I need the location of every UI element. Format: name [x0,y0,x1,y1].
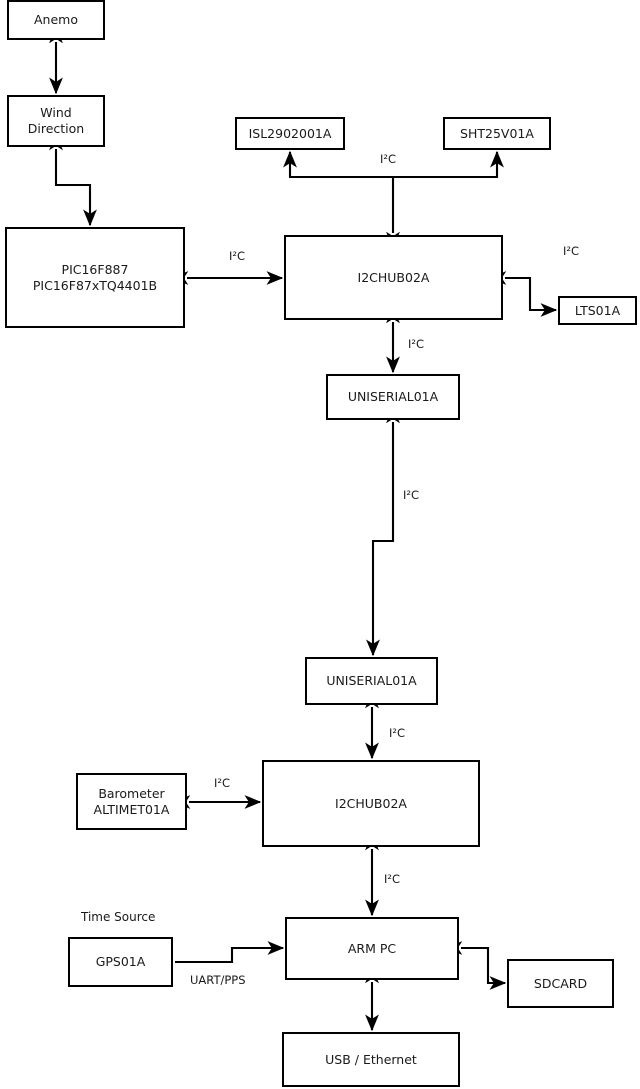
edge-label-lbl_uni_hub2: I²C [389,726,406,740]
node-lts[interactable]: LTS01A [558,296,637,325]
node-hub_top[interactable]: I2CHUB02A [284,235,503,320]
node-barometer[interactable]: Barometer ALTIMET01A [76,773,187,830]
connector-p_uniup_unilo [366,406,400,657]
node-pic[interactable]: PIC16F887 PIC16F87xTQ4401B [5,227,185,328]
node-sdcard[interactable]: SDCARD [507,959,614,1008]
edge-label-lbl_pic_hub: I²C [229,249,246,263]
node-anemo[interactable]: Anemo [7,0,105,40]
node-label-usbeth: USB / Ethernet [325,1051,417,1067]
node-label-anemo: Anemo [34,12,78,28]
node-wind[interactable]: Wind Direction [7,95,105,147]
node-label-uniserial_lo: UNISERIAL01A [326,673,417,689]
edge-label-lbl_baro_hub2: I²C [214,776,231,790]
connector-p_gps_arm [175,941,285,964]
edge-label-lbl_gps_arm: UART/PPS [190,973,246,987]
free-label-time_source: Time Source [81,910,156,924]
node-label-armpc: ARM PC [347,940,397,956]
edge-label-lbl_hub_lts: I²C [563,244,580,258]
node-uniserial_up[interactable]: UNISERIAL01A [326,374,460,420]
node-label-wind: Wind Direction [27,105,85,136]
node-label-hub_bot: I2CHUB02A [335,795,407,811]
node-isl[interactable]: ISL2902001A [235,117,345,150]
node-usbeth[interactable]: USB / Ethernet [282,1032,460,1087]
node-uniserial_lo[interactable]: UNISERIAL01A [305,657,438,705]
edge-label-lbl_hub_sensors: I²C [380,152,397,166]
connector-paths [49,26,558,1032]
connector-p_bus_right [393,150,504,179]
node-label-gps: GPS01A [95,954,146,970]
edge-label-lbl_hub_uni: I²C [408,337,425,351]
connector-p_bus_left [283,150,393,179]
node-sht[interactable]: SHT25V01A [443,117,551,150]
connector-p_arm_sdcard [445,941,507,990]
node-label-hub_top: I2CHUB02A [357,269,430,285]
edge-label-lbl_hub2_arm: I²C [384,872,401,886]
connector-p_wind_pic [49,133,97,227]
node-label-uniserial_up: UNISERIAL01A [347,389,439,405]
node-label-pic: PIC16F887 PIC16F87xTQ4401B [32,261,158,293]
node-label-lts: LTS01A [574,302,621,318]
node-label-sht: SHT25V01A [460,125,534,141]
edge-label-lbl_uni_uni: I²C [403,488,420,502]
node-label-isl: ISL2902001A [248,125,332,141]
node-gps[interactable]: GPS01A [68,937,173,987]
node-hub_bot[interactable]: I2CHUB02A [262,760,480,847]
node-label-sdcard: SDCARD [533,975,588,991]
connector-p_hub_lts [489,271,558,317]
node-label-barometer: Barometer ALTIMET01A [93,785,170,817]
node-armpc[interactable]: ARM PC [285,917,459,980]
